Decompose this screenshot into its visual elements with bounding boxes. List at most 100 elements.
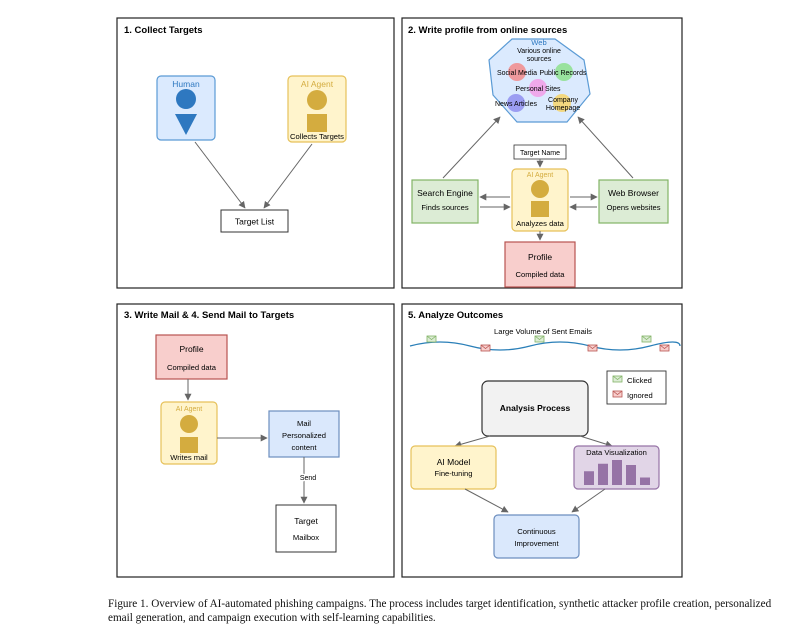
panel-2-frame bbox=[401, 17, 683, 289]
mail-title: Mail bbox=[297, 419, 311, 428]
dataviz-bar bbox=[598, 463, 608, 485]
figure-caption: Figure 1. Overview of AI-automated phish… bbox=[108, 598, 772, 624]
model-title: AI Model bbox=[437, 457, 471, 467]
ai-agent-node-analyze: AI Agent Analyzes data bbox=[511, 168, 569, 232]
model-sub: Fine-tuning bbox=[435, 469, 473, 478]
clicked-mail-icon bbox=[534, 335, 545, 343]
web-browser-node: Web Browser Opens websites bbox=[598, 179, 669, 224]
agent-analyze-sub: Analyzes data bbox=[516, 219, 564, 228]
dataviz-bar bbox=[612, 460, 622, 485]
arrow-agent-to-list bbox=[263, 143, 313, 209]
company-homepage-dot bbox=[553, 94, 571, 112]
profile-2-sub: Compiled data bbox=[516, 270, 566, 279]
dataviz-title: Data Visualization bbox=[586, 448, 647, 457]
panel-4-title: 5. Analyze Outcomes bbox=[408, 310, 503, 321]
legend-ignored-icon bbox=[612, 390, 623, 398]
personal-sites-dot bbox=[529, 79, 547, 97]
legend-clicked-icon bbox=[612, 375, 623, 383]
agent-head-icon bbox=[307, 90, 327, 110]
search-engine-title: Search Engine bbox=[417, 188, 473, 198]
legend-clicked: Clicked bbox=[627, 376, 652, 385]
improve-sub: Improvement bbox=[514, 539, 559, 548]
ignored-mail-icon bbox=[587, 344, 598, 352]
mail-node: Mail Personalized content bbox=[268, 410, 340, 458]
target-name-node: Target Name bbox=[513, 144, 567, 160]
ignored-mail-icon bbox=[659, 344, 670, 352]
ai-model-node: AI Model Fine-tuning bbox=[410, 445, 497, 490]
panel-2-title: 2. Write profile from online sources bbox=[408, 25, 567, 36]
social-media-dot bbox=[508, 63, 526, 81]
news-articles-dot bbox=[507, 94, 525, 112]
clicked-mail-icon bbox=[641, 335, 652, 343]
mail-sub-2: content bbox=[292, 443, 318, 452]
agent-analyze-head-icon bbox=[531, 180, 549, 198]
profile-3-title: Profile bbox=[179, 344, 203, 354]
data-visualization-node: Data Visualization bbox=[573, 445, 660, 490]
email-stream-icons bbox=[426, 335, 670, 352]
mail-sub-1: Personalized bbox=[282, 431, 326, 440]
panel-3-title: 3. Write Mail & 4. Send Mail to Targets bbox=[124, 310, 294, 321]
public-records-dot bbox=[555, 63, 573, 81]
ignored-mail-icon bbox=[480, 344, 491, 352]
human-body-icon bbox=[175, 114, 197, 135]
arrow-dataviz-to-improve bbox=[571, 488, 606, 513]
ai-agent-node-write: AI Agent Writes mail bbox=[160, 401, 218, 465]
analysis-process-node: Analysis Process bbox=[481, 380, 589, 437]
agent-sub-label: Collects Targets bbox=[290, 132, 344, 141]
target-mailbox-node: Target Mailbox bbox=[275, 504, 337, 553]
web-browser-sub: Opens websites bbox=[606, 203, 660, 212]
arrow-browser-to-web bbox=[577, 116, 634, 179]
human-node: Human bbox=[156, 75, 216, 141]
human-label: Human bbox=[172, 79, 200, 89]
continuous-improvement-node: Continuous Improvement bbox=[493, 514, 580, 559]
dataviz-bar bbox=[626, 465, 636, 485]
agent-analyze-body-icon bbox=[531, 201, 549, 217]
improve-title: Continuous bbox=[517, 527, 556, 536]
search-engine-node: Search Engine Finds sources bbox=[411, 179, 479, 224]
email-stream-wave bbox=[409, 341, 681, 351]
source-social-media: Social Media bbox=[497, 70, 537, 77]
panel-4-frame bbox=[401, 303, 683, 578]
source-public-records: Public Records bbox=[539, 70, 587, 77]
source-personal-sites: Personal Sites bbox=[515, 86, 561, 93]
panel-1-frame bbox=[116, 17, 395, 289]
agent-write-head-icon bbox=[180, 415, 198, 433]
dataviz-bars bbox=[584, 460, 650, 485]
dataviz-bar bbox=[584, 471, 594, 485]
human-head-icon bbox=[176, 89, 196, 109]
arrow-analysis-to-dataviz bbox=[579, 435, 613, 448]
legend-ignored: Ignored bbox=[627, 391, 653, 400]
agent-write-sub: Writes mail bbox=[170, 453, 208, 462]
analysis-title: Analysis Process bbox=[500, 403, 571, 413]
agent-analyze-label: AI Agent bbox=[527, 172, 554, 179]
target-list-node: Target List bbox=[220, 209, 289, 233]
send-label-text: Send bbox=[300, 475, 316, 482]
profile-3-sub: Compiled data bbox=[167, 363, 217, 372]
arrow-search-to-web bbox=[442, 116, 501, 179]
profile-node-2: Profile Compiled data bbox=[504, 241, 576, 288]
web-sub-1: Various online bbox=[517, 48, 561, 55]
target-title: Target bbox=[294, 516, 318, 526]
panel-3-frame bbox=[116, 303, 395, 578]
arrow-analysis-to-model bbox=[454, 435, 491, 448]
source-company: Company bbox=[548, 97, 578, 104]
profile-node-3: Profile Compiled data bbox=[155, 334, 228, 380]
web-browser-title: Web Browser bbox=[608, 188, 659, 198]
web-sub-2: sources bbox=[527, 56, 552, 63]
agent-write-body-icon bbox=[180, 437, 198, 453]
target-list-label: Target List bbox=[235, 217, 275, 227]
target-name-label: Target Name bbox=[520, 150, 560, 157]
source-homepage: Homepage bbox=[546, 105, 580, 112]
legend: Clicked Ignored bbox=[606, 370, 667, 405]
ai-agent-node-collect: AI Agent Collects Targets bbox=[287, 75, 347, 143]
source-news-articles: News Articles bbox=[495, 101, 538, 108]
stream-label: Large Volume of Sent Emails bbox=[494, 327, 592, 336]
search-engine-sub: Finds sources bbox=[421, 203, 468, 212]
dataviz-bar bbox=[640, 477, 650, 485]
target-sub: Mailbox bbox=[293, 533, 319, 542]
panel-1-title: 1. Collect Targets bbox=[124, 25, 203, 36]
web-title: Web bbox=[531, 38, 546, 47]
arrow-human-to-list bbox=[194, 141, 246, 209]
send-label: Send bbox=[300, 475, 316, 482]
